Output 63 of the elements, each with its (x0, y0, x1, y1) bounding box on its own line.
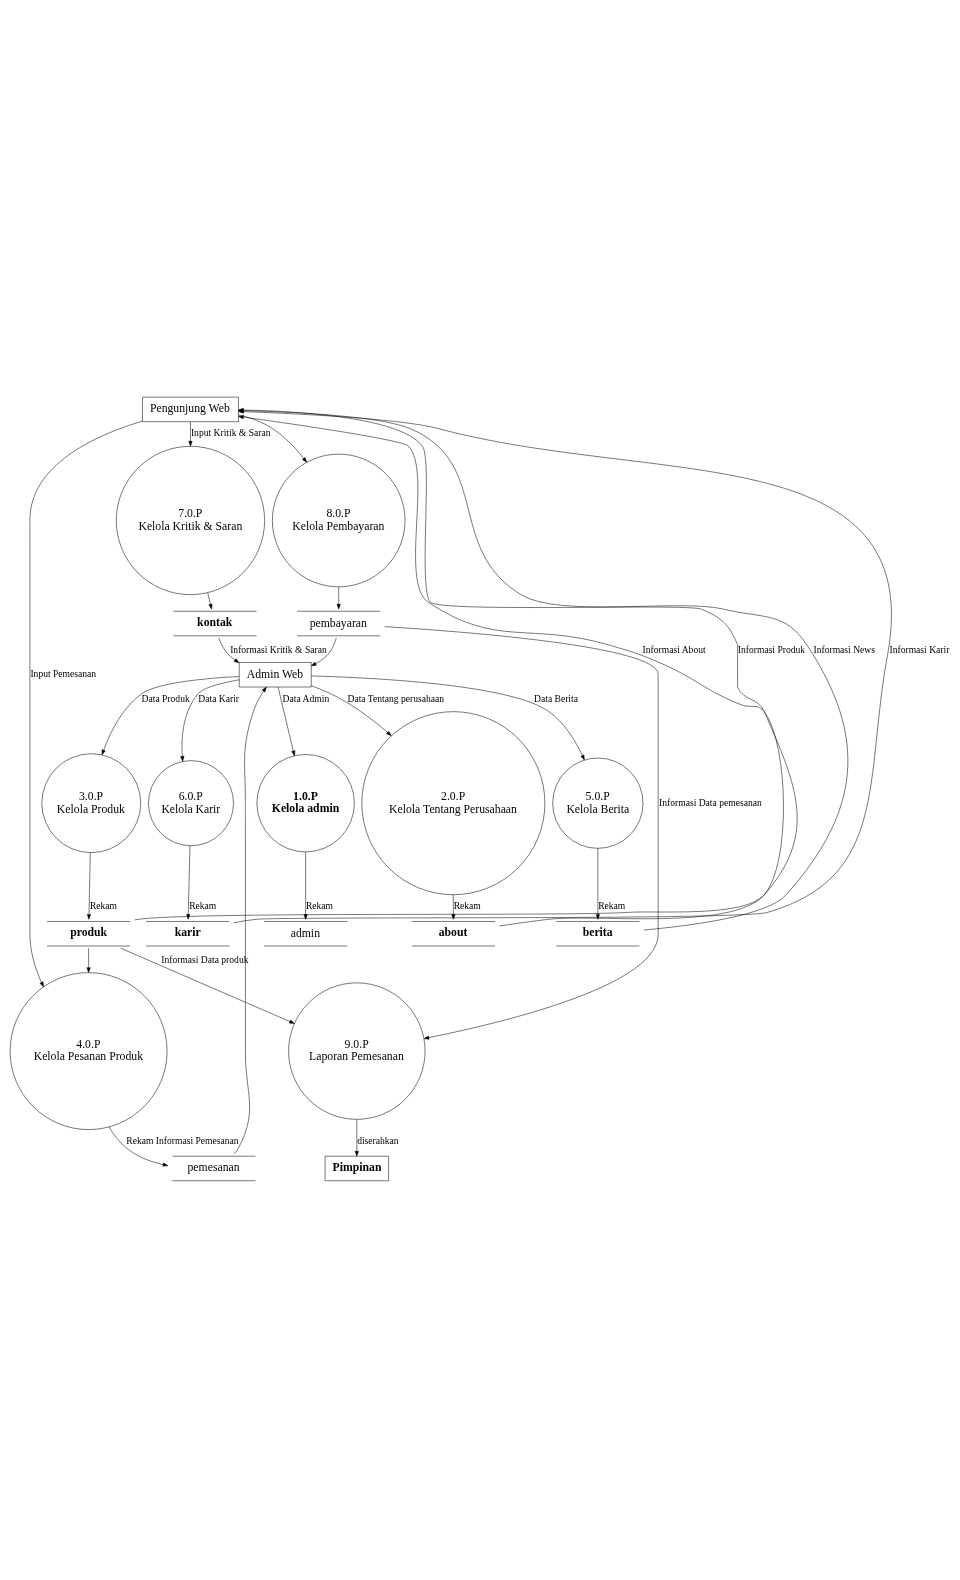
edge-label: Rekam (453, 900, 481, 912)
arrow (277, 686, 296, 757)
node-circle: 6.0.P Kelola Karir (148, 760, 234, 846)
node-circle: 5.0.P Kelola Berita (552, 757, 644, 849)
edge-label: Informasi Produk (737, 643, 806, 655)
arrow (336, 586, 341, 610)
arrow (188, 421, 193, 447)
edge-label: Rekam (598, 900, 626, 912)
edge-label: Data Berita (534, 692, 578, 704)
node-text: berita (582, 926, 613, 940)
edge-label: Input Pemesanan (30, 668, 97, 680)
edge-label: Informasi Data pemesanan (659, 796, 762, 808)
arrow (311, 637, 337, 667)
edge-label: Rekam (89, 900, 118, 912)
edge-label: Data Tentang perusahaan (347, 692, 445, 704)
node-text: admin (290, 926, 321, 940)
node-box: Pengunjung Web (142, 396, 239, 422)
edge-label: Data Admin (282, 692, 330, 704)
arrow (120, 947, 295, 1024)
node-box: Pimpinan (324, 1155, 389, 1181)
edge-label: Rekam (305, 900, 334, 912)
node-text: pembayaran (309, 616, 367, 630)
edge-label: Input Kritik & Saran (190, 427, 271, 439)
edge-label: Informasi About (642, 643, 706, 655)
node-text: pemesanan (187, 1161, 240, 1175)
arrow (180, 679, 240, 762)
arrow (311, 685, 392, 736)
node-text: kontak (197, 616, 233, 630)
arrow (451, 894, 456, 920)
edge-label: Informasi News (813, 643, 875, 655)
arrow (86, 948, 91, 973)
arrow (218, 637, 240, 663)
arrow (595, 848, 600, 920)
edge-label: Rekam (189, 900, 217, 912)
edge-label: Informasi Data produk (161, 953, 249, 965)
node-text: karir (174, 926, 201, 940)
arrow (186, 845, 191, 920)
node-box: Admin Web (239, 662, 312, 688)
node-circle: 3.0.P Kelola Produk (41, 753, 141, 853)
node-circle: 4.0.P Kelola Pesanan Produk (9, 972, 168, 1130)
edge-label: Informasi Karir (889, 643, 950, 655)
arrow (384, 626, 659, 1040)
edge-label: Rekam Informasi Pemesanan (126, 1135, 239, 1147)
edge-label: Informasi Kritik & Saran (230, 643, 327, 655)
arrow (303, 851, 308, 920)
arrow (108, 1126, 169, 1167)
node-text: about (438, 926, 468, 940)
node-circle: 2.0.P Kelola Tentang Perusahaan (361, 711, 546, 895)
arrow (29, 420, 143, 988)
edge-label: Data Karir (198, 692, 240, 704)
edge-label: diserahkan (357, 1135, 399, 1147)
arrow (354, 1119, 359, 1157)
arrow (310, 675, 585, 761)
arrow (207, 592, 213, 610)
edge-label: Data Produk (141, 692, 190, 704)
node-circle: 7.0.P Kelola Kritik & Saran (116, 446, 265, 595)
arrow (101, 676, 240, 756)
node-circle: 1.0.P Kelola admin (256, 754, 355, 853)
arrow (233, 686, 267, 1155)
arrow (238, 414, 307, 463)
arrow (87, 852, 91, 920)
node-circle: 8.0.P Kelola Pembayaran (272, 453, 406, 588)
node-text: produk (70, 926, 108, 940)
